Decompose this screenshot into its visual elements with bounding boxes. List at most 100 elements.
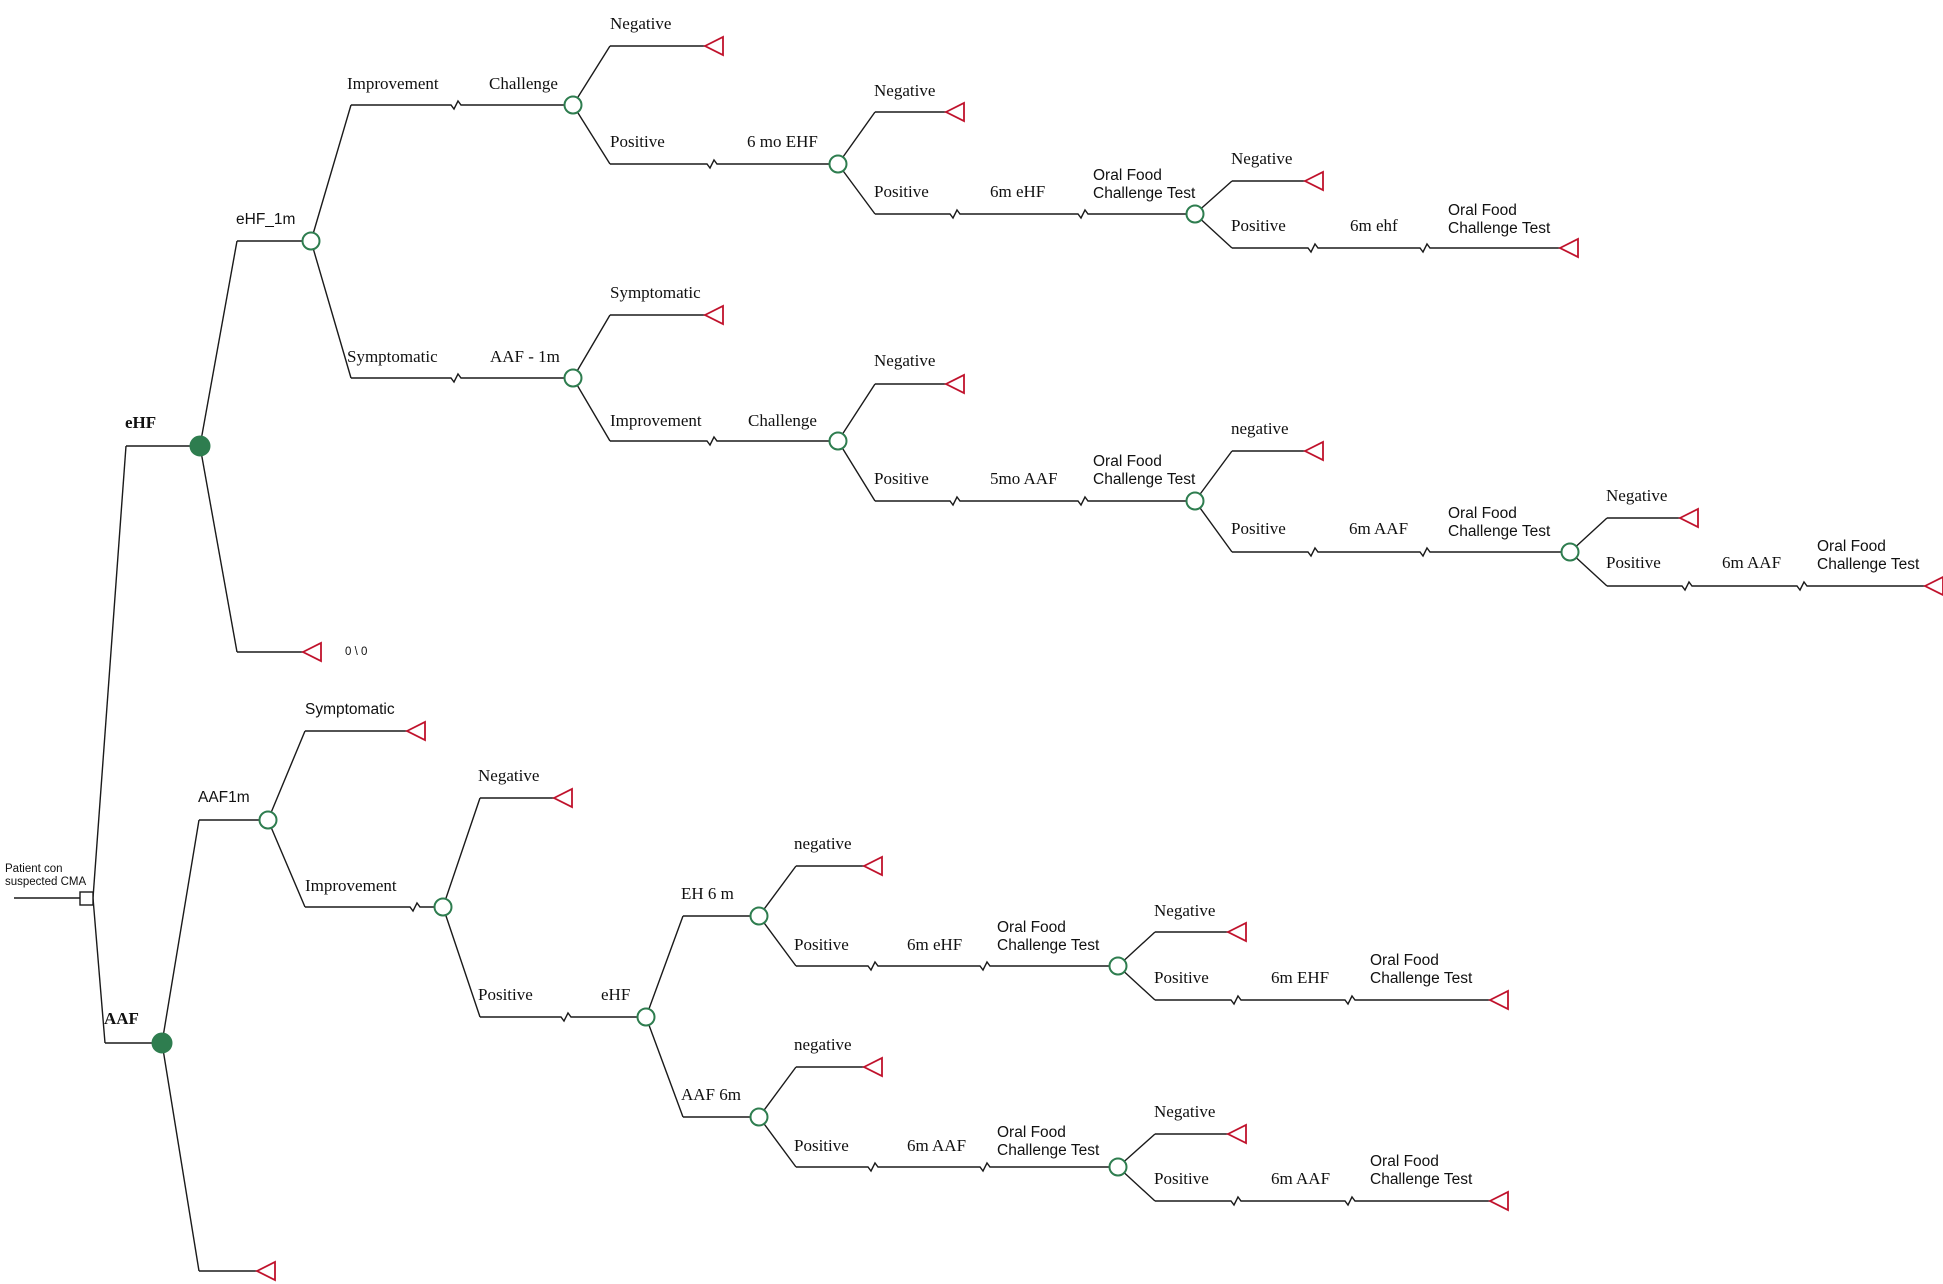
label-6m-aaf: 6m AAF xyxy=(1722,553,1781,572)
label-oral-food: Oral Food xyxy=(1448,202,1517,219)
terminal-node xyxy=(702,35,724,57)
label-6m-aaf: 6m AAF xyxy=(907,1136,966,1155)
tree-nodes xyxy=(79,35,1943,1282)
label-6-mo-ehf: 6 mo EHF xyxy=(747,132,818,151)
tree-branch xyxy=(1232,546,1570,558)
tree-branch xyxy=(199,445,238,653)
label-6m-ehf: 6m eHF xyxy=(990,182,1045,201)
terminal-node xyxy=(943,373,965,395)
label-improvement: Improvement xyxy=(347,74,439,93)
label-aaf1m: AAF1m xyxy=(198,789,250,806)
tree-branch xyxy=(310,240,352,379)
tree-branch xyxy=(199,240,238,447)
terminal-node xyxy=(1922,575,1943,597)
label-negative: Negative xyxy=(1154,1102,1215,1121)
label-challenge-test: Challenge Test xyxy=(1370,1171,1473,1188)
label-positive: Positive xyxy=(1231,519,1286,538)
tree-branch xyxy=(161,1042,200,1272)
tree-branch xyxy=(796,1161,1118,1173)
label-challenge-test: Challenge Test xyxy=(1093,185,1196,202)
tree-branch xyxy=(837,111,876,165)
chance-node xyxy=(636,1007,656,1027)
label-positive: Positive xyxy=(874,182,929,201)
decision-outcome-node xyxy=(189,435,211,457)
tree-branch xyxy=(645,1016,684,1118)
tree-branch xyxy=(645,915,684,1018)
tree-branch xyxy=(796,960,1118,972)
terminal-node xyxy=(551,787,573,809)
terminal-node xyxy=(861,855,883,877)
label-ehf-1m: eHF_1m xyxy=(236,211,295,228)
terminal-node xyxy=(702,304,724,326)
label-negative: Negative xyxy=(478,766,539,785)
tree-branch xyxy=(572,377,611,442)
label-challenge: Challenge xyxy=(748,411,817,430)
label-positive: Positive xyxy=(794,1136,849,1155)
tree-branch xyxy=(267,730,306,821)
tree-branch xyxy=(480,1011,646,1023)
label-6m-aaf: 6m AAF xyxy=(1349,519,1408,538)
tree-branch xyxy=(572,45,611,106)
tree-labels: Patient con suspected CMA eHF AAF eHF_1m… xyxy=(5,14,1920,1188)
terminal-node xyxy=(254,1260,276,1282)
chance-node xyxy=(1185,204,1205,224)
tree-branch xyxy=(758,915,797,967)
label-oral-food: Oral Food xyxy=(997,1124,1066,1141)
label-aaf-1m: AAF - 1m xyxy=(490,347,560,366)
label-oral-food: Oral Food xyxy=(1817,538,1886,555)
tree-branch xyxy=(267,819,306,908)
label-challenge-test: Challenge Test xyxy=(1370,970,1473,987)
terminal-node xyxy=(1302,440,1324,462)
label-negative: Negative xyxy=(874,351,935,370)
label-oral-food: Oral Food xyxy=(1370,952,1439,969)
chance-node xyxy=(563,95,583,115)
label-6m-aaf: 6m AAF xyxy=(1271,1169,1330,1188)
terminal-node xyxy=(1487,1190,1509,1212)
tree-branch xyxy=(1607,580,1925,592)
label-5mo-aaf: 5mo AAF xyxy=(990,469,1058,488)
root-label-line2: suspected CMA xyxy=(5,876,87,888)
label-challenge-test: Challenge Test xyxy=(1448,220,1551,237)
label-negative-lc: negative xyxy=(794,1035,852,1054)
tree-branch xyxy=(442,906,481,1018)
tree-edges xyxy=(14,45,1925,1272)
tree-branch xyxy=(610,435,838,447)
tree-branch xyxy=(837,440,876,502)
tree-branch xyxy=(1155,994,1490,1006)
tree-branch xyxy=(572,314,611,379)
label-oral-food: Oral Food xyxy=(1093,453,1162,470)
tree-branch xyxy=(1194,450,1233,502)
terminal-node xyxy=(1557,237,1579,259)
decision-outcome-node xyxy=(151,1032,173,1054)
label-eh-6m: EH 6 m xyxy=(681,884,734,903)
chance-node xyxy=(1108,1157,1128,1177)
tree-branch xyxy=(161,819,200,1044)
label-positive: Positive xyxy=(794,935,849,954)
label-negative-lc: negative xyxy=(794,834,852,853)
tree-branch xyxy=(837,383,876,442)
label-positive: Positive xyxy=(874,469,929,488)
label-6m-ehf-uc: 6m EHF xyxy=(1271,968,1329,987)
label-positive: Positive xyxy=(1154,968,1209,987)
chance-node xyxy=(563,368,583,388)
label-positive: Positive xyxy=(1231,216,1286,235)
tree-branch xyxy=(1232,242,1560,254)
chance-node xyxy=(749,1107,769,1127)
tree-branch xyxy=(1155,1195,1490,1207)
terminal-node xyxy=(943,101,965,123)
label-negative: Negative xyxy=(610,14,671,33)
chance-node xyxy=(1185,491,1205,511)
terminal-node xyxy=(1225,1123,1247,1145)
tree-branch xyxy=(310,104,352,242)
tree-branch xyxy=(1194,500,1233,553)
label-symptomatic: Symptomatic xyxy=(610,283,701,302)
label-6m-ehf: 6m eHF xyxy=(907,935,962,954)
tree-branch xyxy=(875,495,1195,507)
branch-label-aaf: AAF xyxy=(104,1009,139,1028)
label-oral-food: Oral Food xyxy=(997,919,1066,936)
tree-branch xyxy=(875,208,1195,220)
chance-node xyxy=(301,231,321,251)
label-improvement: Improvement xyxy=(610,411,702,430)
tree-branch xyxy=(758,1116,797,1168)
